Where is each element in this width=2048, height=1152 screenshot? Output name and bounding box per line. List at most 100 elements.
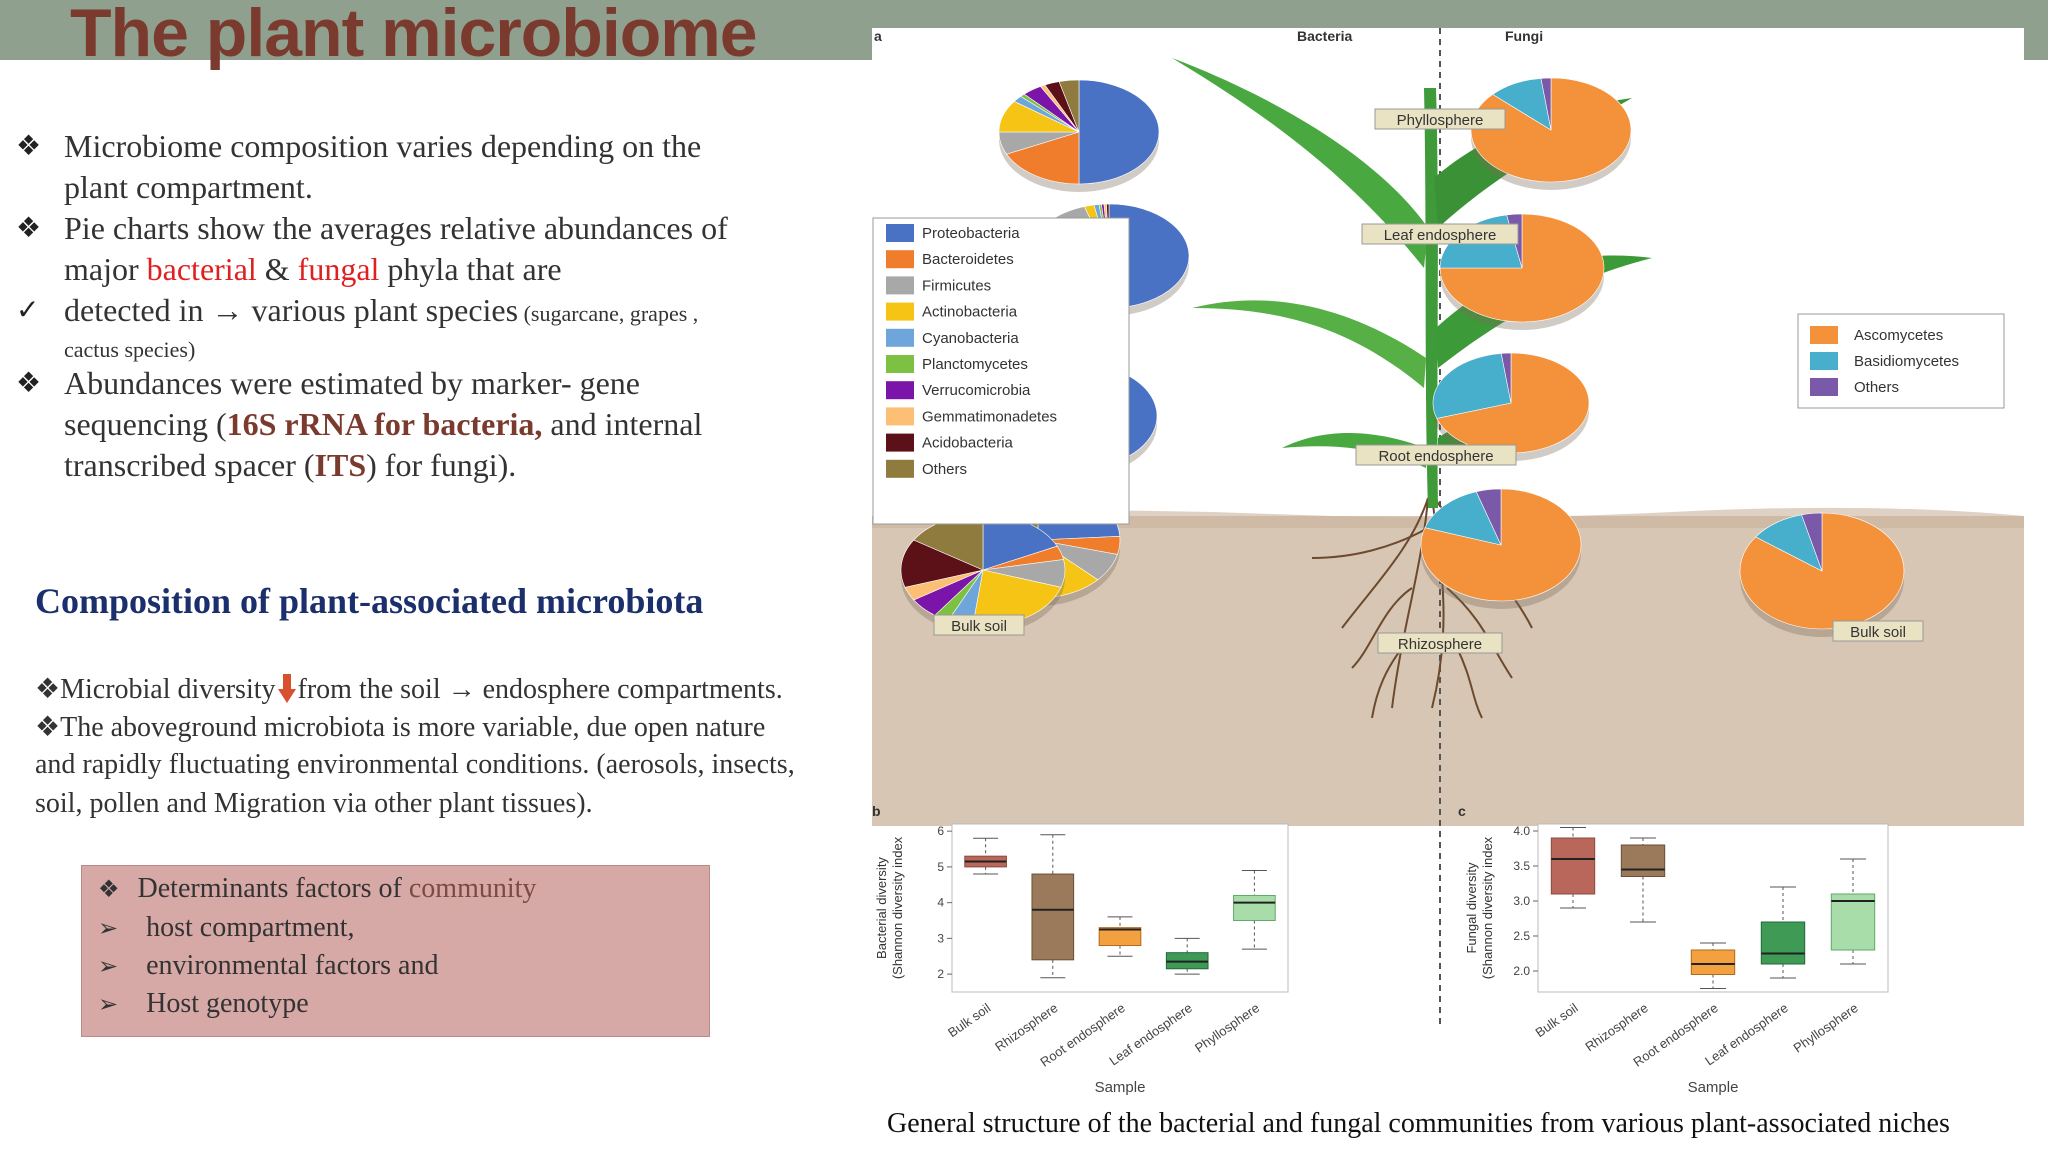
box	[1233, 894, 1276, 922]
bullet-item-cont: transcribed spacer (ITS) for fungi).	[0, 445, 860, 486]
legend-label: Proteobacteria	[922, 225, 1020, 242]
legend-label: Ascomycetes	[1854, 327, 1943, 344]
compartment-label-bulk-soil-fungi: Bulk soil	[1832, 620, 1924, 642]
bacteria-pie	[998, 79, 1160, 192]
legend-label: Planctomycetes	[922, 356, 1028, 373]
bullet-item: ❖ Abundances were estimated by marker- g…	[0, 363, 860, 404]
pie-slice	[1540, 77, 1552, 131]
legend-swatch	[886, 459, 914, 478]
pie-slice	[1432, 353, 1512, 419]
box	[1760, 921, 1806, 965]
legend-swatch	[886, 224, 914, 242]
bullet-text: sequencing (16S rRNA for bacteria, and i…	[64, 406, 703, 442]
paragraph-line: and rapidly fluctuating environmental co…	[35, 749, 795, 780]
legend-swatch	[886, 276, 914, 295]
x-axis-label: Sample	[1688, 1079, 1739, 1096]
y-tick-label: 4	[937, 896, 944, 910]
bullet-text: Microbiome composition varies depending …	[64, 128, 702, 164]
legend-label: Actinobacteria	[922, 304, 1018, 321]
box	[1031, 873, 1075, 961]
compartment-label-root-endosphere: Root endosphere	[1355, 444, 1517, 466]
title-bar	[0, 0, 872, 60]
svg-text:Bulk soil: Bulk soil	[1850, 624, 1906, 641]
bacteria-heading: Bacteria	[1297, 28, 1352, 44]
legend-swatch	[886, 433, 914, 452]
box	[1690, 949, 1736, 975]
bullet-text: Abundances were estimated by marker- gen…	[64, 365, 640, 401]
down-arrow-icon	[277, 674, 296, 704]
microbiome-figure: Bacteria Fungi a Phyllosphere Leaf endos…	[872, 28, 2024, 1096]
box	[1550, 837, 1596, 895]
legend-label: Firmicutes	[922, 277, 991, 294]
panel-label: b	[872, 803, 881, 819]
panel-a-label: a	[874, 28, 882, 44]
box	[1098, 927, 1142, 947]
compartment-label-leaf-endosphere: Leaf endosphere	[1361, 223, 1519, 245]
bullet-item: ❖ Pie charts show the averages relative …	[0, 208, 860, 249]
y-tick-label: 4.0	[1513, 824, 1530, 838]
bacteria-pie	[900, 513, 1066, 634]
section-subtitle: Composition of plant-associated microbio…	[35, 581, 704, 621]
slide-title: The plant microbiome	[70, 0, 758, 71]
x-tick-label: Bulk soil	[945, 1000, 993, 1040]
legend-swatch	[886, 407, 914, 426]
legend-label: Bacteroidetes	[922, 251, 1014, 268]
fungi-heading: Fungi	[1505, 28, 1543, 44]
y-tick-label: 6	[937, 824, 944, 838]
fungi-pie	[1432, 352, 1590, 461]
bacteria-legend: ProteobacteriaBacteroidetesFirmicutesAct…	[872, 217, 1130, 525]
y-axis-label: (Shannon diversity index	[1480, 836, 1495, 979]
pie-slice	[1058, 79, 1080, 133]
compartment-label-rhizosphere: Rhizosphere	[1377, 632, 1503, 654]
box	[1620, 844, 1666, 877]
x-tick-label: Bulk soil	[1532, 1000, 1580, 1040]
y-tick-label: 3	[937, 931, 944, 945]
fungi-pie	[1439, 213, 1605, 330]
box-line: ➢environmental factors and	[98, 950, 439, 981]
arrowhead-bullet-icon: ➢	[98, 992, 119, 1018]
bullet-text: cactus species)	[64, 337, 196, 362]
y-tick-label: 5	[937, 860, 944, 874]
svg-text:Bulk soil: Bulk soil	[951, 618, 1007, 635]
arrowhead-bullet-icon: ➢	[98, 954, 119, 980]
pie-slice	[1436, 352, 1590, 454]
bullet-text: transcribed spacer (ITS) for fungi).	[64, 447, 517, 483]
pie-slice	[900, 539, 984, 588]
arrowhead-bullet-icon: ➢	[98, 916, 119, 942]
bullet-item-cont: plant compartment.	[0, 167, 860, 208]
panel-label: c	[1458, 803, 1466, 819]
bullet-item: ✓ detected in → various plant species (s…	[0, 290, 860, 331]
y-tick-label: 2	[937, 967, 944, 981]
legend-label: Others	[922, 461, 967, 478]
bullet-list: ❖ Microbiome composition varies dependin…	[0, 126, 860, 486]
y-tick-label: 2.5	[1513, 929, 1530, 943]
svg-text:Leaf endosphere: Leaf endosphere	[1384, 227, 1497, 244]
y-axis-label: Fungal diversity	[1464, 862, 1479, 954]
diamond-bullet-icon: ❖	[16, 131, 42, 162]
diamond-bullet-icon: ❖	[16, 213, 42, 244]
compartment-label-bulk-soil-bacteria: Bulk soil	[933, 614, 1025, 636]
box-line: ➢Host genotype	[98, 988, 309, 1019]
bullet-item-cont: sequencing (16S rRNA for bacteria, and i…	[0, 404, 860, 445]
svg-text:Root endosphere: Root endosphere	[1378, 448, 1493, 465]
box	[1830, 893, 1876, 951]
y-tick-label: 2.0	[1513, 964, 1530, 978]
legend-swatch	[1810, 326, 1838, 344]
bullet-text: plant compartment.	[64, 169, 313, 205]
bullet-item-cont: cactus species)	[0, 329, 860, 362]
fungi-pie	[1420, 488, 1582, 609]
bullet-item-cont: major bacterial & fungal phyla that are	[0, 249, 860, 290]
compartment-label-phyllosphere: Phyllosphere	[1374, 108, 1506, 130]
legend-label: Acidobacteria	[922, 435, 1014, 452]
legend-swatch	[886, 328, 914, 347]
pie-slice	[1801, 512, 1823, 572]
legend-label: Others	[1854, 379, 1899, 396]
determinants-box: ❖Determinants factors of community ➢host…	[81, 865, 710, 1037]
legend-swatch	[886, 355, 914, 373]
fungi-pie	[1470, 77, 1632, 190]
y-tick-label: 3.0	[1513, 894, 1530, 908]
legend-swatch	[1810, 378, 1838, 396]
